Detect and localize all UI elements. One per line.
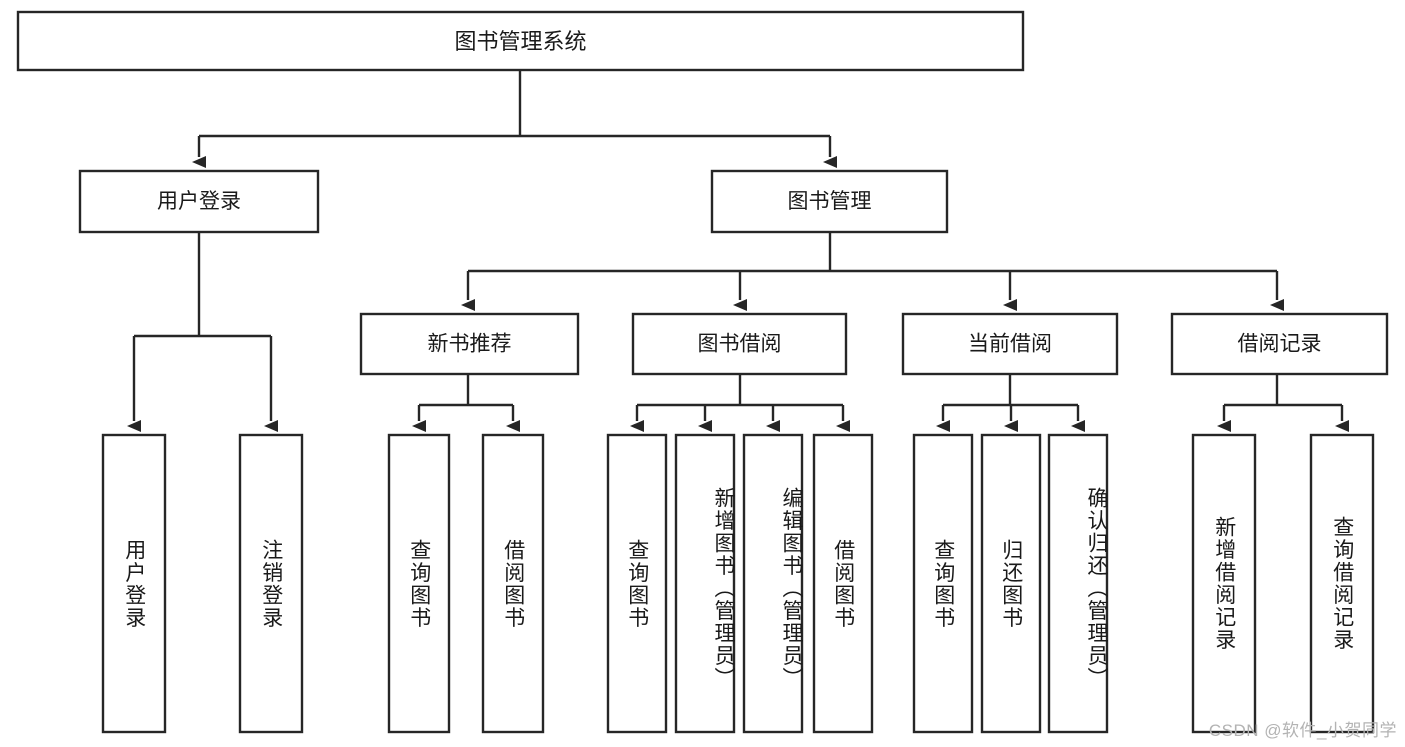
leaf-box-logout[interactable] bbox=[238, 433, 304, 734]
leaf-box-borrow-book-b[interactable] bbox=[812, 433, 874, 734]
node-book-management-box[interactable] bbox=[710, 169, 949, 234]
node-current-borrow-box[interactable] bbox=[901, 312, 1119, 376]
leaf-box-query-book-a[interactable] bbox=[387, 433, 451, 734]
node-current-borrow[interactable]: 当前借阅 bbox=[901, 312, 1119, 376]
leaf-box-add-record[interactable] bbox=[1191, 433, 1257, 734]
leaf-box-return-book[interactable] bbox=[980, 433, 1042, 734]
node-book-borrow-box[interactable] bbox=[631, 312, 848, 376]
node-new-book-recommend-label: 新书推荐 bbox=[428, 333, 512, 356]
leaf-box-query-record[interactable] bbox=[1309, 433, 1375, 734]
node-user-login-box[interactable] bbox=[78, 169, 320, 234]
connector-group-book-mgmt bbox=[461, 232, 1284, 311]
node-user-login[interactable]: 用户登录 bbox=[78, 169, 320, 234]
node-user-login-label: 用户登录 bbox=[157, 190, 241, 213]
connector-group-new-book-rec bbox=[412, 374, 520, 432]
leaf-box-user-login[interactable] bbox=[101, 433, 167, 734]
node-new-book-recommend-box[interactable] bbox=[359, 312, 580, 376]
node-book-borrow[interactable]: 图书借阅 bbox=[631, 312, 848, 376]
connector-group-user-login bbox=[127, 232, 278, 432]
node-borrow-record-box[interactable] bbox=[1170, 312, 1389, 376]
node-root-system-box[interactable] bbox=[16, 10, 1025, 72]
leaf-box-edit-book[interactable] bbox=[742, 433, 804, 734]
node-book-management-label: 图书管理 bbox=[788, 190, 872, 213]
node-new-book-recommend[interactable]: 新书推荐 bbox=[359, 312, 580, 376]
connector-group-root bbox=[192, 70, 837, 168]
node-current-borrow-label: 当前借阅 bbox=[968, 333, 1052, 356]
leaf-box-query-book-c[interactable] bbox=[912, 433, 974, 734]
node-book-borrow-label: 图书借阅 bbox=[698, 333, 782, 356]
node-borrow-record[interactable]: 借阅记录 bbox=[1170, 312, 1389, 376]
csdn-watermark: CSDN @软件_小贺同学 bbox=[1208, 721, 1397, 740]
leaf-box-borrow-book-a[interactable] bbox=[481, 433, 545, 734]
node-root-system-label: 图书管理系统 bbox=[454, 29, 586, 54]
leaf-box-query-book-b[interactable] bbox=[606, 433, 668, 734]
connector-group-current-borrow bbox=[936, 374, 1085, 432]
node-borrow-record-label: 借阅记录 bbox=[1238, 333, 1322, 356]
connector-group-book-borrow bbox=[630, 374, 850, 432]
leaf-box-confirm-return[interactable] bbox=[1047, 433, 1109, 734]
leaf-box-add-book[interactable] bbox=[674, 433, 736, 734]
node-book-management[interactable]: 图书管理 bbox=[710, 169, 949, 234]
connector-group-borrow-record bbox=[1217, 374, 1349, 432]
node-root-system[interactable]: 图书管理系统 bbox=[16, 10, 1025, 72]
